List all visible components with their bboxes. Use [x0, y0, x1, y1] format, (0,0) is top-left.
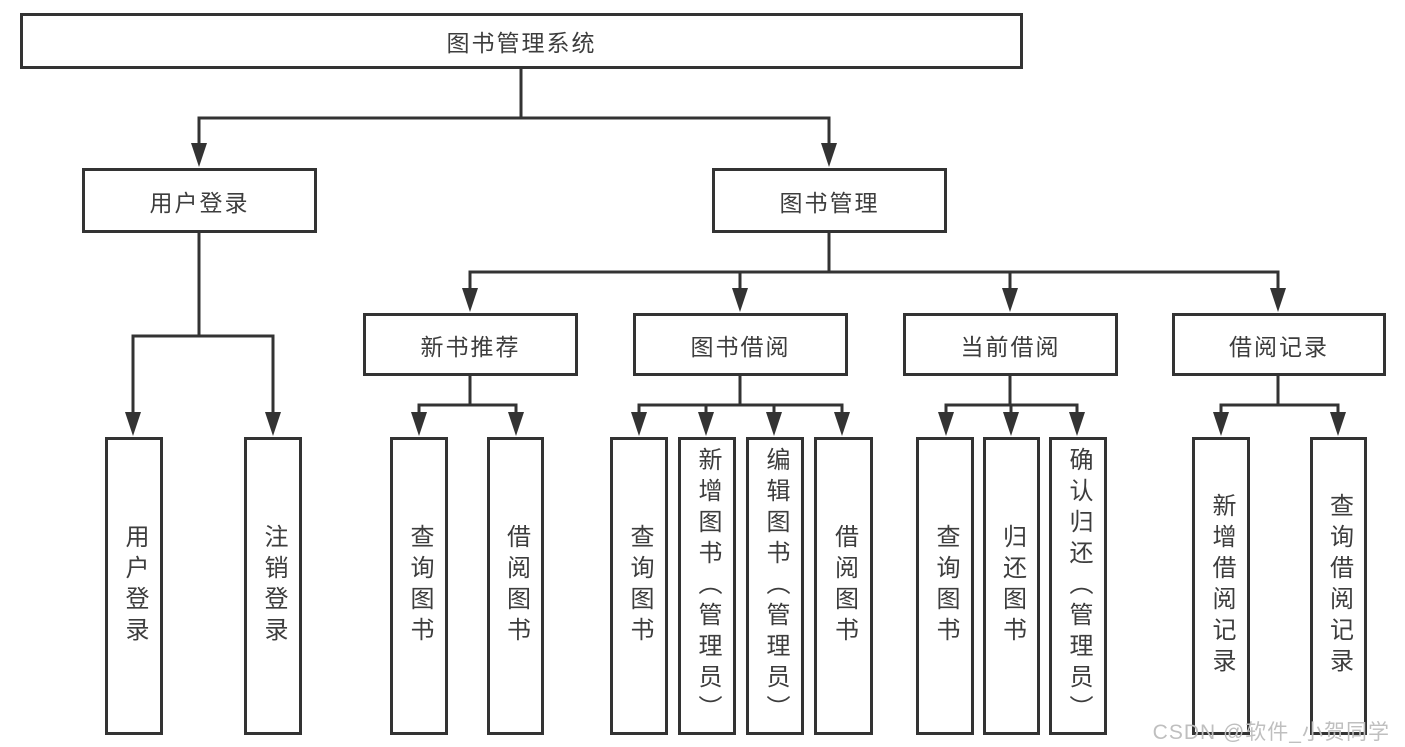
node-query-books-recommend: 查询图书 [390, 437, 448, 735]
node-label: 归还图书 [998, 524, 1026, 648]
node-edit-books-admin: 编辑图书（管理员） [746, 437, 804, 735]
node-add-borrow-record: 新增借阅记录 [1192, 437, 1250, 735]
node-label: 借阅记录 [1229, 333, 1329, 360]
node-label: 注销登录 [260, 524, 287, 648]
node-label: 借阅图书 [830, 524, 858, 648]
node-label: 当前借阅 [960, 333, 1061, 360]
node-book-management: 图书管理 [712, 168, 947, 233]
node-user-login-leaf: 用户登录 [105, 437, 163, 735]
node-label: 图书借阅 [690, 333, 791, 360]
node-book-borrowing: 图书借阅 [633, 313, 848, 376]
node-label: 查询图书 [626, 524, 653, 648]
node-user-login: 用户登录 [82, 168, 317, 233]
node-logout-leaf: 注销登录 [244, 437, 302, 735]
node-label: 查询图书 [406, 524, 433, 648]
node-add-books-admin: 新增图书（管理员） [678, 437, 736, 735]
node-library-system: 图书管理系统 [20, 13, 1023, 69]
node-return-books: 归还图书 [983, 437, 1040, 735]
node-borrow-books-leaf: 借阅图书 [814, 437, 873, 735]
node-query-books-borrowing: 查询图书 [610, 437, 668, 735]
node-query-books-current: 查询图书 [916, 437, 974, 735]
node-label: 新增图书（管理员） [694, 446, 721, 726]
node-current-borrowing: 当前借阅 [903, 313, 1118, 376]
node-label: 图书管理系统 [446, 30, 597, 56]
node-label: 编辑图书（管理员） [762, 446, 789, 726]
node-label: 新增借阅记录 [1208, 493, 1235, 679]
node-label: 用户登录 [149, 189, 250, 216]
node-label: 图书管理 [779, 189, 880, 216]
node-borrow-books-recommend: 借阅图书 [487, 437, 544, 735]
node-new-book-recommendation: 新书推荐 [363, 313, 578, 376]
node-label: 确认归还（管理员） [1065, 446, 1092, 726]
node-label: 查询借阅记录 [1325, 493, 1353, 679]
node-query-borrow-record: 查询借阅记录 [1310, 437, 1367, 735]
node-confirm-return-admin: 确认归还（管理员） [1049, 437, 1107, 735]
node-label: 借阅图书 [502, 524, 530, 648]
node-label: 用户登录 [121, 524, 148, 648]
csdn-watermark: CSDN @软件_小贺同学 [1152, 721, 1390, 744]
node-borrowing-records: 借阅记录 [1172, 313, 1386, 376]
node-label: 新书推荐 [420, 333, 521, 360]
node-label: 查询图书 [932, 524, 959, 648]
